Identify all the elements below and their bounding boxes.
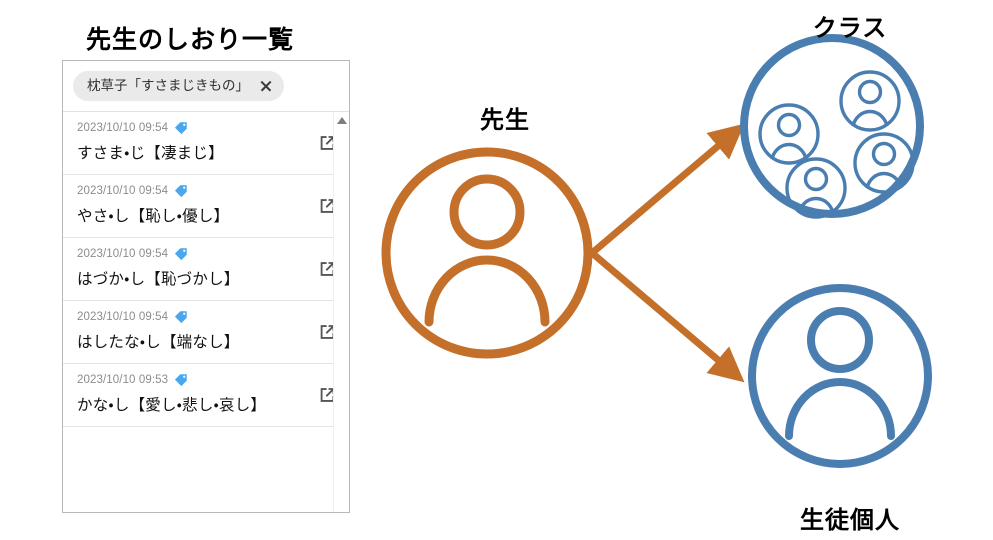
external-link-icon[interactable]	[317, 385, 338, 406]
external-link-icon[interactable]	[317, 196, 338, 217]
list-item-title: すさま・じ【凄まじ】	[77, 145, 224, 162]
list-item[interactable]: 2023/10/10 09:53 かな・し【愛し・悲し・哀し】	[63, 364, 349, 427]
list-item-date: 2023/10/10 09:54	[77, 311, 169, 323]
list-item[interactable]: 2023/10/10 09:54 やさ・し【恥し・優し】	[63, 175, 349, 238]
external-link-icon[interactable]	[317, 259, 338, 280]
tag-icon	[174, 310, 188, 324]
tag-icon	[174, 121, 188, 135]
list-item-meta: 2023/10/10 09:53	[77, 372, 305, 388]
student-label: 生徒個人	[800, 507, 900, 534]
arrow-teacher-to-class	[589, 123, 745, 256]
list-item-date: 2023/10/10 09:54	[77, 122, 169, 134]
class-member-icon	[853, 132, 915, 194]
class-member-icon	[758, 103, 820, 165]
person-icon	[785, 307, 895, 440]
list-item-meta: 2023/10/10 09:54	[77, 246, 305, 262]
scroll-up-arrow-icon[interactable]	[336, 117, 347, 124]
page-title: 先生のしおり一覧	[85, 26, 294, 54]
list-item-date: 2023/10/10 09:53	[77, 374, 169, 386]
list-item-date: 2023/10/10 09:54	[77, 185, 169, 197]
bookmark-list-section: 先生のしおり一覧 枕草子「すさまじきもの」 2023/10/10 09:54 すさ…	[0, 0, 380, 540]
diagram-canvas	[381, 34, 932, 468]
list-item-meta: 2023/10/10 09:54	[77, 309, 305, 325]
class-member-icon	[839, 70, 901, 132]
list-item-title: はづか・し【恥づかし】	[77, 271, 240, 288]
tag-icon	[174, 184, 188, 198]
person-icon	[424, 174, 550, 327]
class-member-icon	[785, 157, 847, 219]
relationship-diagram: 先生 クラス 生徒個人	[380, 0, 993, 540]
list-item-date: 2023/10/10 09:54	[77, 248, 169, 260]
list-item-meta: 2023/10/10 09:54	[77, 120, 305, 136]
tag-icon	[174, 373, 188, 387]
search-filter-row: 枕草子「すさまじきもの」	[63, 61, 349, 111]
list-item-meta: 2023/10/10 09:54	[77, 183, 305, 199]
tag-icon	[174, 247, 188, 261]
arrow-teacher-to-student	[589, 250, 745, 383]
list-item[interactable]: 2023/10/10 09:54 すさま・じ【凄まじ】	[63, 112, 349, 175]
class-node[interactable]	[740, 34, 924, 219]
search-filter-chip[interactable]: 枕草子「すさまじきもの」	[73, 71, 284, 101]
list-item-title: はしたな・し【端なし】	[77, 334, 240, 351]
teacher-node[interactable]	[381, 147, 593, 359]
external-link-icon[interactable]	[317, 322, 338, 343]
list-item-title: やさ・し【恥し・優し】	[77, 208, 230, 225]
teacher-label: 先生	[480, 107, 530, 134]
list-item[interactable]: 2023/10/10 09:54 はづか・し【恥づかし】	[63, 238, 349, 301]
close-icon[interactable]	[259, 79, 273, 93]
list-item[interactable]: 2023/10/10 09:54 はしたな・し【端なし】	[63, 301, 349, 364]
student-node[interactable]	[748, 284, 932, 468]
list-scrollbar[interactable]	[333, 112, 349, 512]
search-filter-chip-label: 枕草子「すさまじきもの」	[87, 78, 249, 94]
class-label: クラス	[812, 15, 888, 42]
list-item-title: かな・し【愛し・悲し・哀し】	[77, 397, 267, 414]
external-link-icon[interactable]	[317, 133, 338, 154]
